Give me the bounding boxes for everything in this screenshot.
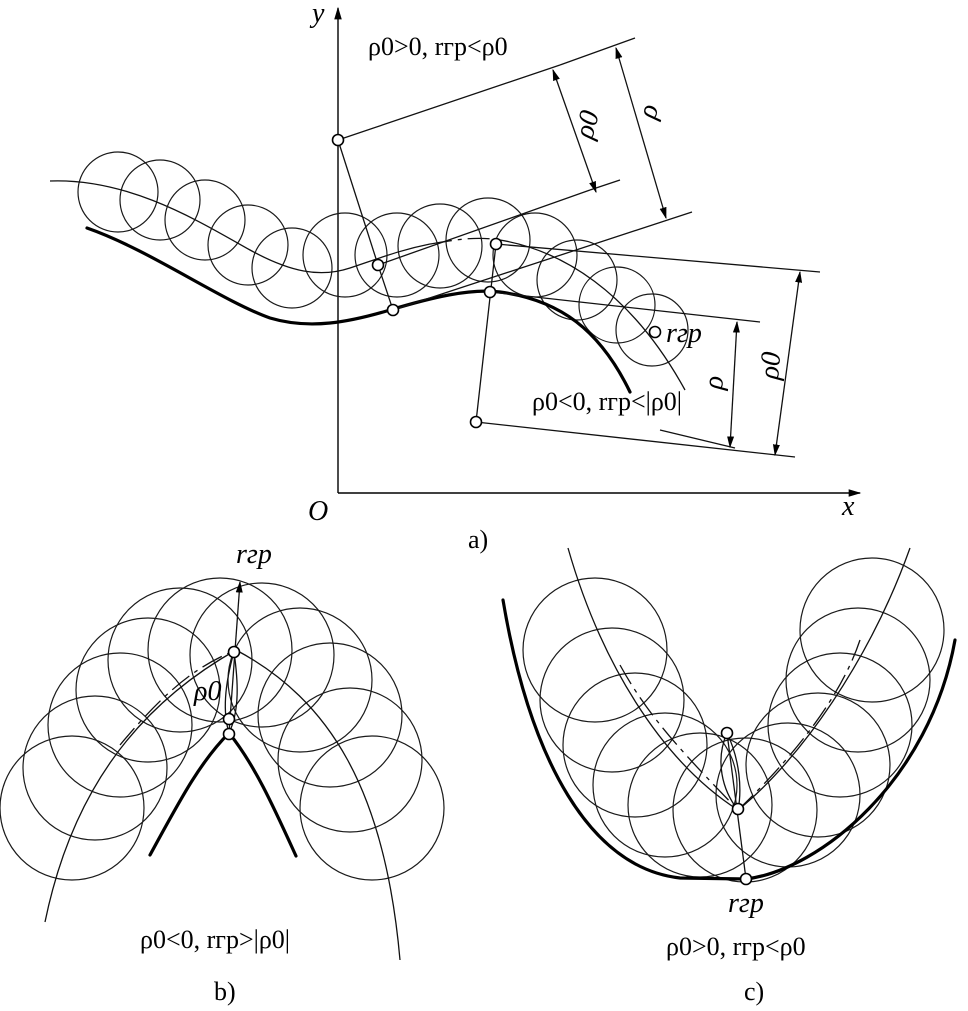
dim-rho0-top: ρ0 xyxy=(569,107,606,143)
panel-a-center-curve-right xyxy=(499,239,686,391)
caption-b: b) xyxy=(214,977,236,1006)
panel-b-envelope xyxy=(148,730,298,858)
panel-c-circles xyxy=(522,557,945,883)
label-r: rгр xyxy=(666,318,702,349)
panel-c: rгр ρ0>0, rгр<ρ0 c) xyxy=(501,547,957,1006)
panel-b-rho0-label: ρ0 xyxy=(193,676,221,707)
panel-c-dash-left xyxy=(619,664,739,811)
panel-c-condition: ρ0>0, rгр<ρ0 xyxy=(666,932,806,961)
panel-b-r-label: rгр xyxy=(236,539,272,570)
origin-label: O xyxy=(308,496,328,527)
panel-c-envelope xyxy=(501,598,957,881)
node-center-2 xyxy=(489,237,503,251)
x-axis-label: x xyxy=(841,491,855,522)
caption-c: c) xyxy=(744,977,764,1006)
panel-c-r-label: rгр xyxy=(728,888,764,919)
panel-b-condition: ρ0<0, rгр>|ρ0| xyxy=(140,925,290,954)
panel-a-center-dash xyxy=(429,237,501,245)
panel-a: y x O xyxy=(49,0,862,554)
panel-a-center-curve xyxy=(49,180,431,274)
node-bottom xyxy=(469,415,483,429)
label-top-condition: ρ0>0, rгр<ρ0 xyxy=(368,32,508,61)
panel-a-circles xyxy=(77,151,689,367)
node-center-top xyxy=(331,133,345,147)
y-axis-label: y xyxy=(309,0,325,29)
node-envelope xyxy=(386,303,400,317)
caption-a: a) xyxy=(468,525,488,554)
node-envelope-2 xyxy=(483,285,497,299)
panel-b-circles xyxy=(0,577,445,881)
label-bottom-condition: ρ0<0, rгр<|ρ0| xyxy=(532,387,682,416)
panel-b-dash xyxy=(119,649,237,746)
node-r xyxy=(648,325,662,339)
node-center xyxy=(371,258,385,272)
dim-rho-right: ρ xyxy=(698,375,730,392)
dim-rho0-right: ρ0 xyxy=(754,351,787,382)
panel-b: rгр ρ0 ρ0<0, rгр>|ρ0| b) xyxy=(0,539,445,1006)
